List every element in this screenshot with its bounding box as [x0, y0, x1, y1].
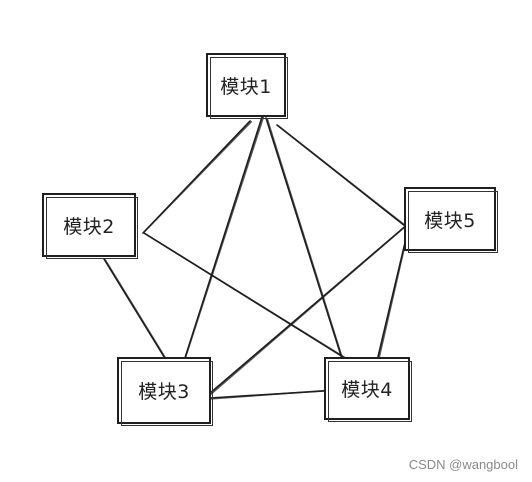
module-2-box[interactable]: 模块2	[42, 193, 138, 259]
module-5-box[interactable]: 模块5	[404, 187, 498, 253]
edge-n3-n4	[210, 389, 326, 400]
edge-n2-n4	[144, 233, 353, 363]
edge-group	[103, 116, 410, 400]
edge-n1-n5	[277, 125, 407, 227]
edge-n1-n3	[183, 117, 265, 362]
module-4-label: 模块4	[341, 379, 393, 401]
watermark: CSDN @wangbool	[408, 457, 518, 472]
module-3-label: 模块3	[138, 381, 190, 403]
module-1-label: 模块1	[220, 75, 272, 98]
edge-n1-n2	[142, 121, 252, 234]
module-1-box[interactable]: 模块1	[206, 53, 288, 119]
edge-n1-n4	[266, 118, 345, 363]
module-4-box[interactable]: 模块4	[324, 357, 412, 422]
edge-n2-n3	[104, 258, 168, 361]
edge-n3-n5	[209, 222, 410, 396]
module-3-box[interactable]: 模块3	[117, 357, 213, 426]
module-5-label: 模块5	[424, 209, 476, 232]
module-2-label: 模块2	[63, 215, 115, 238]
edge-n4-n5	[377, 228, 410, 363]
